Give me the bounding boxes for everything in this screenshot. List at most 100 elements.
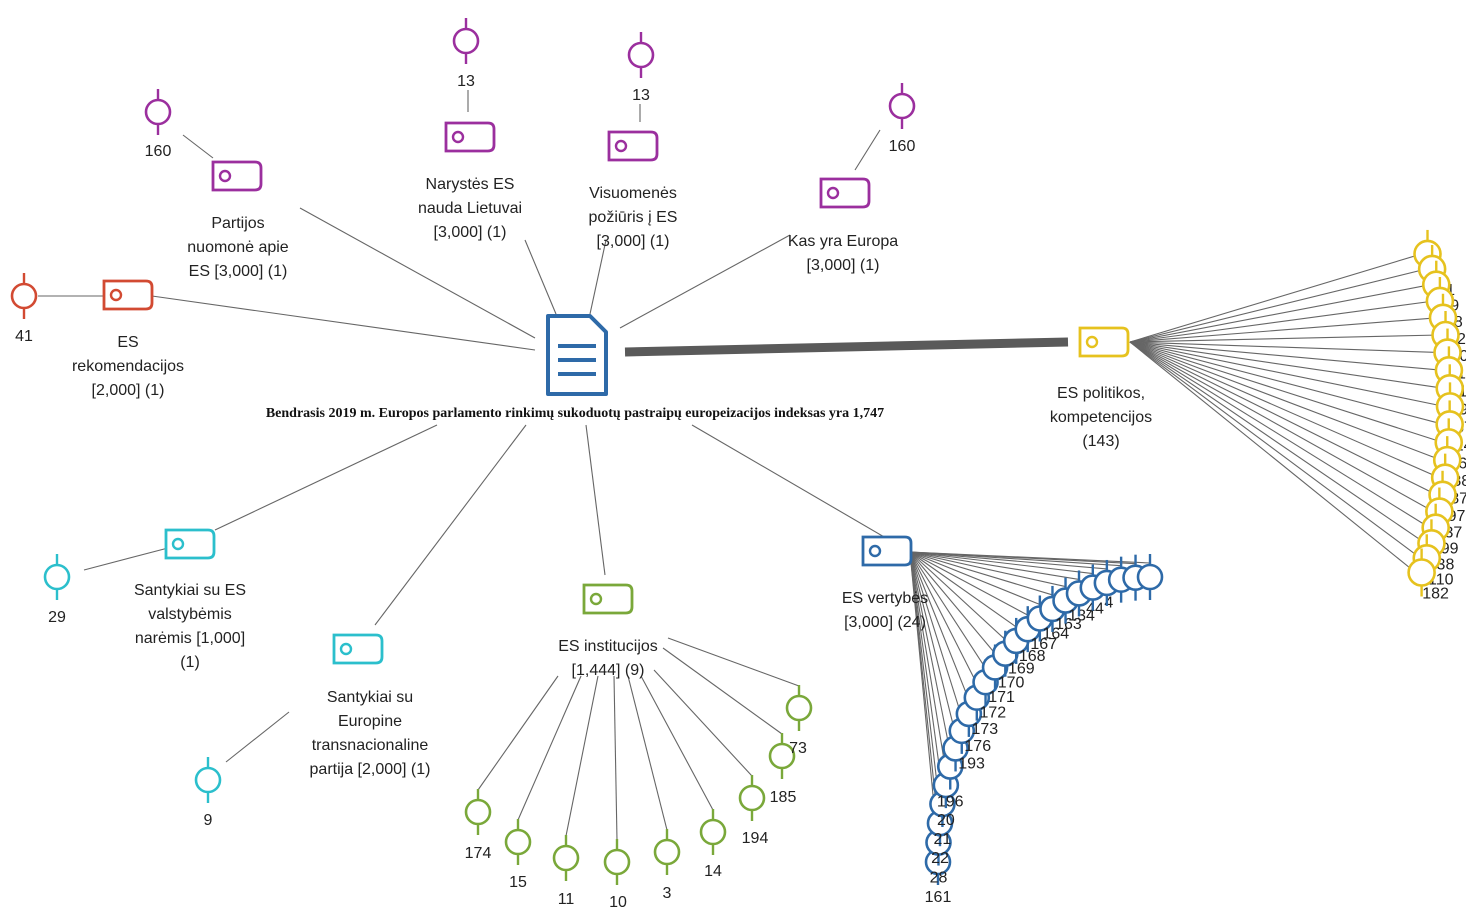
document-node[interactable] bbox=[546, 314, 608, 396]
doc-edge bbox=[909, 551, 1017, 628]
document-number: 170 bbox=[998, 674, 1025, 691]
doc-edge bbox=[1129, 341, 1445, 407]
code-label-rekomendacijos: ES bbox=[117, 334, 138, 351]
pin-icon bbox=[738, 784, 766, 812]
code-label-partijos: Partijos bbox=[211, 215, 264, 232]
tag-dot bbox=[614, 139, 628, 153]
diagram-title: Bendrasis 2019 m. Europos parlamento rin… bbox=[266, 406, 884, 421]
code-tag-vertybes[interactable] bbox=[861, 535, 913, 567]
code-tag-kas_yra[interactable] bbox=[819, 177, 871, 209]
document-node[interactable] bbox=[452, 18, 480, 64]
pin-icon bbox=[144, 98, 172, 126]
document-node[interactable] bbox=[768, 733, 796, 779]
doc-edge bbox=[909, 551, 951, 753]
document-number: 4 bbox=[1104, 595, 1113, 612]
code-label-santykiai_es: valstybėmis bbox=[148, 606, 232, 623]
doc-edge bbox=[909, 551, 1053, 596]
document-node[interactable] bbox=[888, 83, 916, 129]
document-number: 11 bbox=[558, 891, 575, 908]
pin-icon bbox=[43, 563, 71, 591]
document-node[interactable] bbox=[627, 32, 655, 78]
doc-edge bbox=[1129, 341, 1422, 559]
document-number: 172 bbox=[979, 705, 1006, 722]
tag-dot bbox=[109, 288, 123, 302]
document-number: 185 bbox=[770, 789, 797, 806]
doc-edge bbox=[1129, 341, 1426, 544]
tag-dot bbox=[868, 544, 882, 558]
tag-icon bbox=[1078, 326, 1130, 358]
code-tag-santykiai_es[interactable] bbox=[164, 528, 216, 560]
document-number: 13 bbox=[632, 87, 650, 104]
code-label-visuomenes: požiūris į ES bbox=[589, 209, 678, 226]
doc-edge bbox=[909, 551, 1041, 606]
doc-edge bbox=[1129, 341, 1444, 425]
doc-edge bbox=[653, 669, 753, 777]
document-number: 174 bbox=[465, 845, 492, 862]
code-tag-narystes[interactable] bbox=[444, 121, 496, 153]
document-node[interactable] bbox=[738, 775, 766, 821]
code-label-partijos: nuomonė apie bbox=[187, 239, 289, 256]
pin-icon bbox=[452, 27, 480, 55]
doc-edge bbox=[1129, 341, 1434, 512]
code-edge bbox=[619, 234, 791, 329]
doc-edge bbox=[909, 551, 947, 772]
code-tag-partijos[interactable] bbox=[211, 160, 263, 192]
document-node[interactable] bbox=[504, 819, 532, 865]
doc-edge bbox=[640, 675, 714, 811]
pin-icon bbox=[194, 766, 222, 794]
document-number: 20 bbox=[937, 812, 955, 829]
document-number: 14 bbox=[704, 863, 722, 880]
document-number: 160 bbox=[889, 138, 916, 155]
pin-icon bbox=[699, 818, 727, 846]
document-number: 134 bbox=[1068, 608, 1095, 625]
code-label-politikos: kompetencijos bbox=[1050, 409, 1152, 426]
document-number: 164 bbox=[1042, 625, 1069, 642]
document-node[interactable] bbox=[699, 809, 727, 855]
tag-dot bbox=[218, 169, 232, 183]
document-node[interactable] bbox=[464, 789, 492, 835]
code-tag-visuomenes[interactable] bbox=[607, 130, 659, 162]
code-tag-institucijos[interactable] bbox=[582, 583, 634, 615]
document-node[interactable] bbox=[653, 829, 681, 875]
code-tag-politikos[interactable] bbox=[1078, 326, 1130, 358]
doc-edge bbox=[854, 129, 881, 171]
doc-edge bbox=[909, 551, 1080, 580]
doc-edge bbox=[477, 675, 559, 791]
doc-edge bbox=[565, 675, 599, 837]
document-number: 196 bbox=[937, 794, 964, 811]
edges-layer bbox=[38, 90, 1445, 849]
code-edge bbox=[589, 239, 607, 315]
document-number: 73 bbox=[789, 740, 807, 757]
document-number: 160 bbox=[145, 143, 172, 160]
doc-edge bbox=[667, 637, 800, 687]
code-label-narystes: Narystės ES bbox=[426, 176, 515, 193]
code-label-politikos: (143) bbox=[1082, 433, 1119, 450]
tag-icon bbox=[102, 279, 154, 311]
document-node[interactable] bbox=[10, 273, 38, 319]
document-node[interactable] bbox=[1407, 548, 1436, 597]
doc-edge bbox=[909, 551, 1107, 570]
document-node[interactable] bbox=[144, 89, 172, 135]
document-number: 176 bbox=[964, 738, 991, 755]
heavy-edge bbox=[624, 337, 1069, 357]
doc-edge bbox=[909, 551, 1006, 641]
doc-edge bbox=[909, 551, 1066, 588]
document-node[interactable] bbox=[552, 835, 580, 881]
document-number: 169 bbox=[1008, 661, 1035, 678]
document-node[interactable] bbox=[603, 839, 631, 885]
code-label-santykiai_eur: partija [2,000] (1) bbox=[310, 761, 431, 778]
document-node[interactable] bbox=[194, 757, 222, 803]
code-tag-santykiai_eur[interactable] bbox=[332, 633, 384, 665]
document-number: 22 bbox=[931, 850, 949, 867]
code-tag-rekomendacijos[interactable] bbox=[102, 279, 154, 311]
document-node[interactable] bbox=[43, 554, 71, 600]
document-number: 173 bbox=[972, 721, 999, 738]
document-number: 44 bbox=[1086, 600, 1104, 617]
document-node[interactable] bbox=[1136, 554, 1164, 600]
pin-icon bbox=[627, 41, 655, 69]
tag-icon bbox=[211, 160, 263, 192]
document-node[interactable] bbox=[785, 685, 813, 731]
doc-edge bbox=[909, 551, 970, 701]
